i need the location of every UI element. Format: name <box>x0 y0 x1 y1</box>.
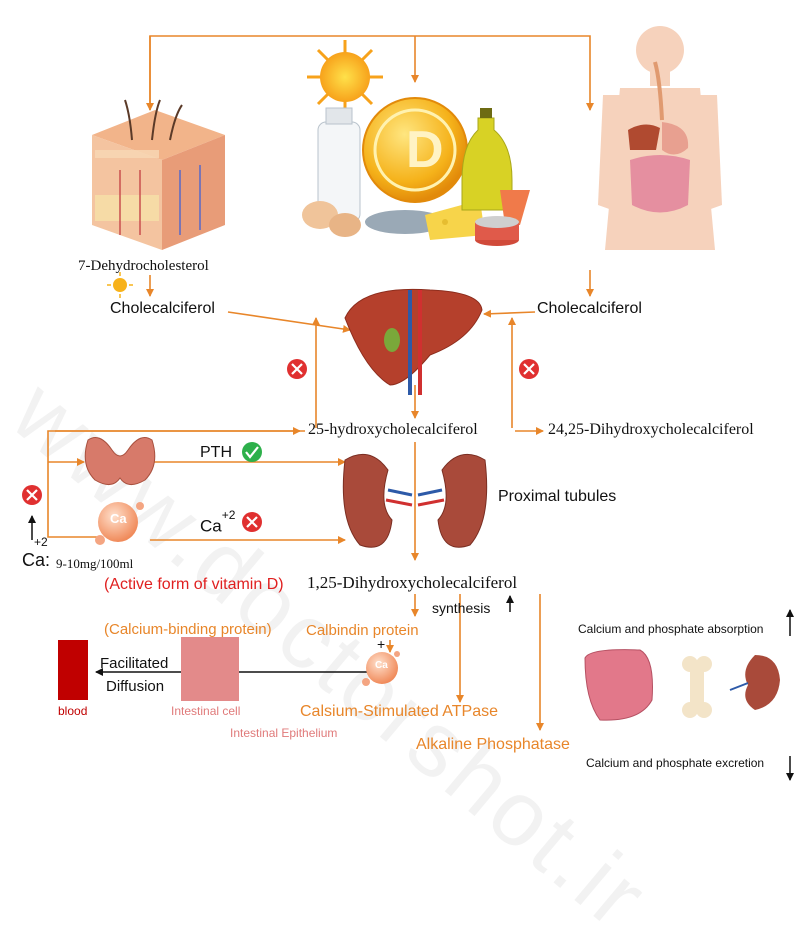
inhibit-icon-far-left <box>22 485 42 505</box>
milk-bottle-icon <box>317 107 361 223</box>
eggs-icon <box>302 201 361 237</box>
ca-ion-superscript: +2 <box>221 508 236 522</box>
label-ca-ion: Ca+2 <box>200 508 235 537</box>
small-sun-icon <box>107 272 133 298</box>
label-calsium-stimulated-atpase: Calsium-Stimulated ATPase <box>300 703 498 720</box>
tuna-can-icon <box>475 216 519 246</box>
label-intestinal-epithelium: Intestinal Epithelium <box>230 726 338 740</box>
label-7-dehydrocholesterol: 7-Dehydrocholesterol <box>78 258 209 274</box>
inhibit-icon-left <box>287 359 307 379</box>
blood-box <box>58 640 88 700</box>
label-24-25-dihydroxycholecalciferol: 24,25-Dihydroxycholecalciferol <box>548 421 754 438</box>
ca-level-label: Ca: <box>22 550 51 570</box>
kidney-small-icon <box>729 655 780 710</box>
label-plus: + <box>377 636 386 652</box>
salmon-icon <box>500 190 530 225</box>
calcium-ion-left-icon <box>95 502 144 545</box>
label-calcium-phosphate-absorption: Calcium and phosphate absorption <box>578 622 764 636</box>
calcium-ion-bottom-icon <box>362 651 400 686</box>
label-active-form: (Active form of vitamin D) <box>104 576 284 593</box>
ca-ion-text: Ca <box>200 516 222 536</box>
ca-level-superscript: +2 <box>34 535 48 549</box>
label-cholecalciferol-right: Cholecalciferol <box>537 300 642 317</box>
sun-icon <box>307 40 383 115</box>
ca-ion-bottom-badge-text: Ca <box>375 660 388 671</box>
skin-illustration <box>92 99 225 250</box>
intestinal-cell-box <box>181 637 239 701</box>
label-cholecalciferol-left: Cholecalciferol <box>110 300 215 317</box>
liver-illustration <box>344 288 483 395</box>
label-facilitated: Facilitated <box>100 655 169 672</box>
intestine-icon <box>584 649 653 721</box>
label-1-25-dihydroxycholecalciferol: 1,25-Dihydroxycholecalciferol <box>307 573 518 592</box>
label-intestinal-cell: Intestinal cell <box>171 704 241 718</box>
inhibit-icon-right <box>519 359 539 379</box>
label-synthesis: synthesis <box>432 600 491 616</box>
connector-lines <box>47 35 594 731</box>
vitamin-d-letter: D <box>406 121 444 179</box>
black-arrows <box>28 515 794 781</box>
label-calcium-phosphate-excretion: Calcium and phosphate excretion <box>586 756 765 770</box>
thyroid-illustration <box>84 437 156 485</box>
kidneys-illustration <box>342 453 488 548</box>
bone-icon <box>682 656 712 718</box>
oil-bottle-icon <box>461 108 513 211</box>
ca-level-range: 9-10mg/100ml <box>56 556 134 571</box>
label-pth: PTH <box>200 444 232 461</box>
inhibit-icon-ca <box>242 512 262 532</box>
top-loop-line <box>149 35 594 111</box>
label-25-hydroxycholecalciferol: 25-hydroxycholecalciferol <box>308 421 478 438</box>
label-diffusion: Diffusion <box>106 678 165 695</box>
label-calbindin-protein: Calbindin protein <box>306 622 419 639</box>
label-blood: blood <box>58 704 88 718</box>
label-proximal-tubules: Proximal tubules <box>498 488 617 505</box>
label-calcium-binding-protein: (Calcium-binding protein) <box>104 621 272 638</box>
ca-ion-left-badge-text: Ca <box>110 511 127 526</box>
diagram-canvas <box>22 26 794 781</box>
check-icon-pth <box>242 442 262 462</box>
label-alkaline-phosphatase: Alkaline Phosphatase <box>416 736 570 753</box>
human-body-illustration <box>598 26 722 250</box>
